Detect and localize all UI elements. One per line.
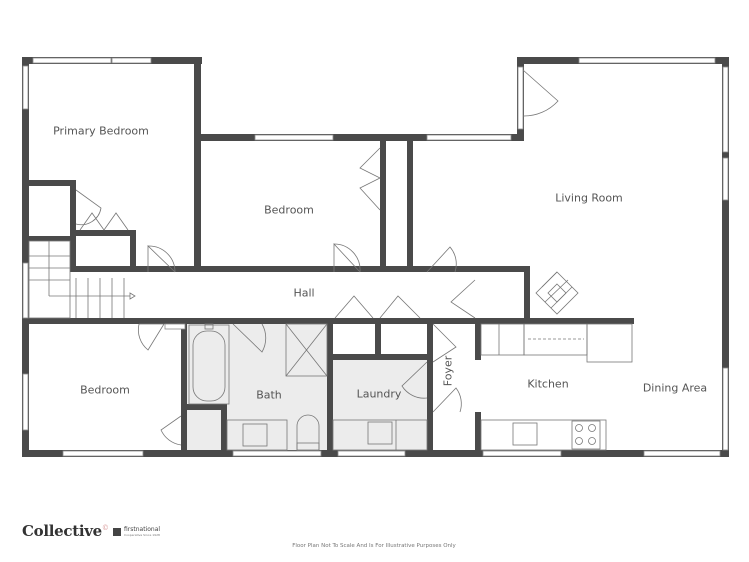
room-label-foyer: Foyer (441, 355, 455, 387)
brand-mark: © (101, 524, 109, 532)
room-label-bath: Bath (256, 388, 282, 402)
bath-fixtures (188, 323, 328, 451)
room-label-kitchen: Kitchen (527, 377, 569, 391)
laundry-fixtures (332, 419, 428, 451)
brand-name: Collective (22, 522, 102, 540)
room-label-laundry: Laundry (356, 387, 402, 401)
partner-tagline: Cooperative Since 1928 (124, 533, 160, 537)
disclaimer: Floor Plan Not To Scale And Is For Illus… (292, 543, 456, 549)
room-label-bedroom-3: Bedroom (80, 383, 130, 397)
bath-floor (187, 324, 329, 450)
windows (22, 57, 729, 457)
kitchen-fixtures (480, 271, 633, 451)
partner-logo: firstnational Cooperative Since 1928 (113, 527, 160, 537)
laundry-floor (333, 358, 429, 450)
brand-logo: Collective© (22, 522, 109, 540)
staircase (28, 240, 136, 319)
room-label-dining-area: Dining Area (642, 381, 708, 395)
room-label-living-room: Living Room (555, 191, 623, 205)
room-label-bedroom-2: Bedroom (264, 203, 314, 217)
room-label-hall: Hall (293, 286, 315, 300)
doors (75, 69, 559, 446)
room-label-primary-bedroom: Primary Bedroom (53, 124, 149, 138)
partner-name: firstnational (124, 526, 161, 533)
partner-mark-icon (113, 528, 121, 536)
